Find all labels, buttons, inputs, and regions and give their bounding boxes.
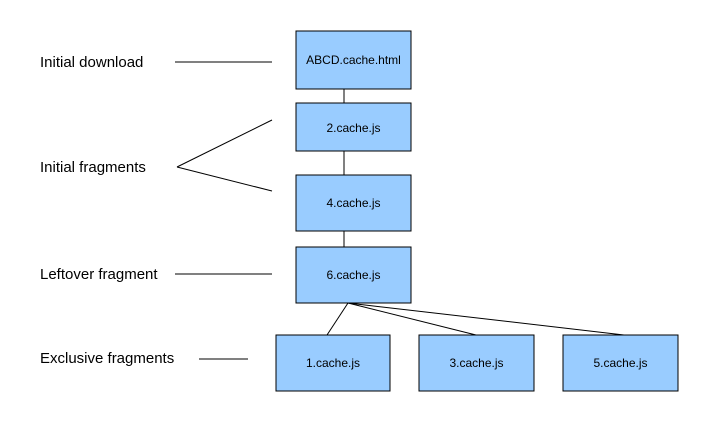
initial-fragments-connector-upper <box>176 119 273 168</box>
node-abcd-label: ABCD.cache.html <box>306 53 401 67</box>
node-1-label: 1.cache.js <box>306 356 360 370</box>
exclusive-fragments-label: Exclusive fragments <box>40 350 174 367</box>
node-6-cache-js: 6.cache.js <box>295 246 412 304</box>
node-4-label: 4.cache.js <box>326 196 380 210</box>
node-6-label: 6.cache.js <box>326 268 380 282</box>
node-3-label: 3.cache.js <box>449 356 503 370</box>
initial-fragments-connector-lower <box>176 166 273 192</box>
node-2-cache-js: 2.cache.js <box>295 102 412 152</box>
edge-6-to-5 <box>347 302 625 336</box>
node-1-cache-js: 1.cache.js <box>275 334 391 392</box>
node-2-label: 2.cache.js <box>326 121 380 135</box>
edge-6-to-1 <box>326 302 349 336</box>
node-5-label: 5.cache.js <box>593 356 647 370</box>
edge-6-to-3 <box>347 302 477 336</box>
node-3-cache-js: 3.cache.js <box>418 334 535 392</box>
node-abcd-cache-html: ABCD.cache.html <box>295 30 412 90</box>
node-5-cache-js: 5.cache.js <box>562 334 679 392</box>
leftover-fragment-label: Leftover fragment <box>40 266 158 283</box>
node-4-cache-js: 4.cache.js <box>295 174 412 232</box>
initial-fragments-label: Initial fragments <box>40 159 146 176</box>
initial-download-label: Initial download <box>40 54 143 71</box>
